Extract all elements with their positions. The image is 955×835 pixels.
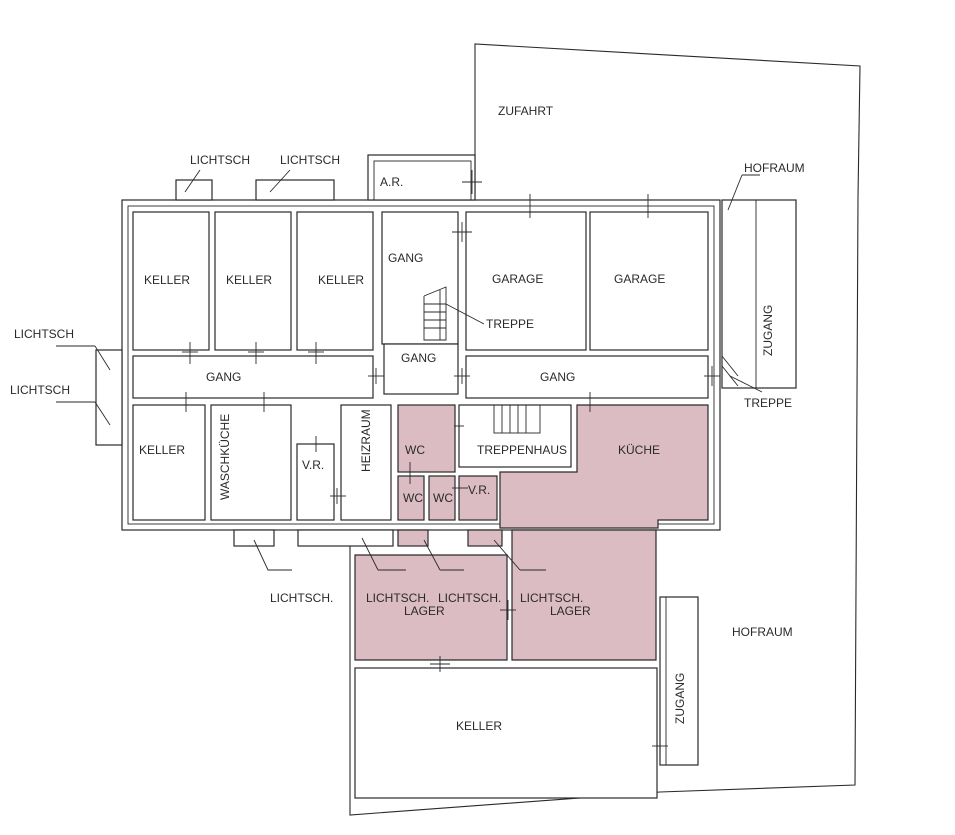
lichtsch-shaft-left [95,349,123,446]
label-wc-3: WC [433,491,453,505]
lichtsch-bottom-leader [253,539,292,571]
label-waschkueche: WASCHKÜCHE [218,414,232,500]
label-lichtsch-left-1: LICHTSCH [14,327,74,341]
label-keller-1: KELLER [144,273,190,287]
label-gang-2: GANG [401,351,436,365]
lichtsch-bottom-shaft-1 [233,529,275,547]
label-lichtsch-2: LICHTSCH [280,153,340,167]
room-lager-2 [511,529,657,661]
ar-room [367,154,476,201]
label-gang-3: GANG [206,370,241,384]
room-treppenhaus [458,404,572,468]
label-garage-2: GARAGE [614,272,665,286]
label-hofraum-right: HOFRAUM [732,625,793,639]
lichtsch-leader-2 [269,169,291,193]
building-wall-inner [127,205,715,525]
room-wc-2 [397,475,425,521]
label-treppe-2: TREPPE [744,396,792,410]
room-gang-left [132,355,374,399]
label-lichtsch-mid: LICHTSCH. [438,591,501,605]
label-vr-1: V.R. [302,458,324,472]
label-lager-1-line1: LICHTSCH. [366,591,429,605]
label-kueche: KÜCHE [618,443,660,457]
lager-leader-5 [493,539,521,571]
zugang-upper [721,199,797,389]
room-keller-3 [296,211,374,351]
small-shaft-2 [467,529,503,547]
room-vr-2 [458,475,498,521]
room-heizraum [340,404,392,521]
label-zugang-2: ZUGANG [673,673,687,724]
label-lager-2-line1: LICHTSCH. [520,591,583,605]
label-keller-4: KELLER [139,443,185,457]
label-wc-1: WC [405,443,425,457]
ar-room-inner [373,160,472,201]
plot-boundary-top [474,43,861,198]
lager-leader-3 [423,539,441,571]
label-keller-5: KELLER [456,719,502,733]
room-vr-1 [296,443,335,521]
room-keller-2 [214,211,292,351]
label-treppenhaus: TREPPENHAUS [477,443,567,457]
room-gang-right [465,355,709,399]
zugang-lower-inner [665,596,699,766]
label-gang-1: GANG [388,251,423,265]
treppenhaus-stair [493,404,541,434]
label-lichtsch-bottom: LICHTSCH. [270,591,333,605]
door-markers [182,170,720,756]
lichtsch-shaft-2 [255,179,335,201]
room-wc-1 [397,404,456,473]
stair-symbol [423,286,485,341]
room-lager-1 [354,554,508,661]
room-garage-2 [589,211,709,351]
label-keller-3: KELLER [318,273,364,287]
treppe-right-symbol [721,355,763,393]
label-wc-2: WC [403,491,423,505]
plot-boundary-right [349,196,859,816]
label-zufahrt: ZUFAHRT [498,104,554,118]
lichtsch-leader-1 [184,169,201,193]
room-garage-1 [465,211,587,351]
room-keller-5 [354,667,658,799]
lichtsch-bottom-shaft-2 [297,529,394,547]
room-keller-1 [132,211,210,351]
zugang-upper-inner [755,199,797,389]
room-waschkueche [210,404,292,521]
room-kueche [499,404,709,529]
room-wc-3 [428,475,456,521]
label-zugang-1: ZUGANG [761,305,775,356]
lichtsch-leader-left-4 [94,401,111,426]
label-lichtsch-1: LICHTSCH [190,153,250,167]
lichtsch-shaft-1 [175,179,213,201]
room-keller-4 [132,404,206,521]
label-ar: A.R. [380,175,403,189]
label-keller-2: KELLER [226,273,272,287]
label-hofraum-top: HOFRAUM [744,161,805,175]
label-gang-4: GANG [540,370,575,384]
room-gang-center [383,343,459,395]
hofraum-leader [727,174,743,211]
lichtsch-leader-left-2 [94,345,111,371]
label-garage-1: GARAGE [492,272,543,286]
label-lichtsch-left-2: LICHTSCH [10,383,70,397]
small-shaft-1 [397,529,429,547]
label-heizraum: HEIZRAUM [359,409,373,472]
label-treppe-1: TREPPE [486,317,534,331]
label-lager-2-line2: LAGER [550,604,591,618]
room-gang-stair [381,211,459,345]
label-vr-2: V.R. [468,483,490,497]
lager-leader-1 [361,537,379,571]
label-lager-1-line2: LAGER [404,604,445,618]
